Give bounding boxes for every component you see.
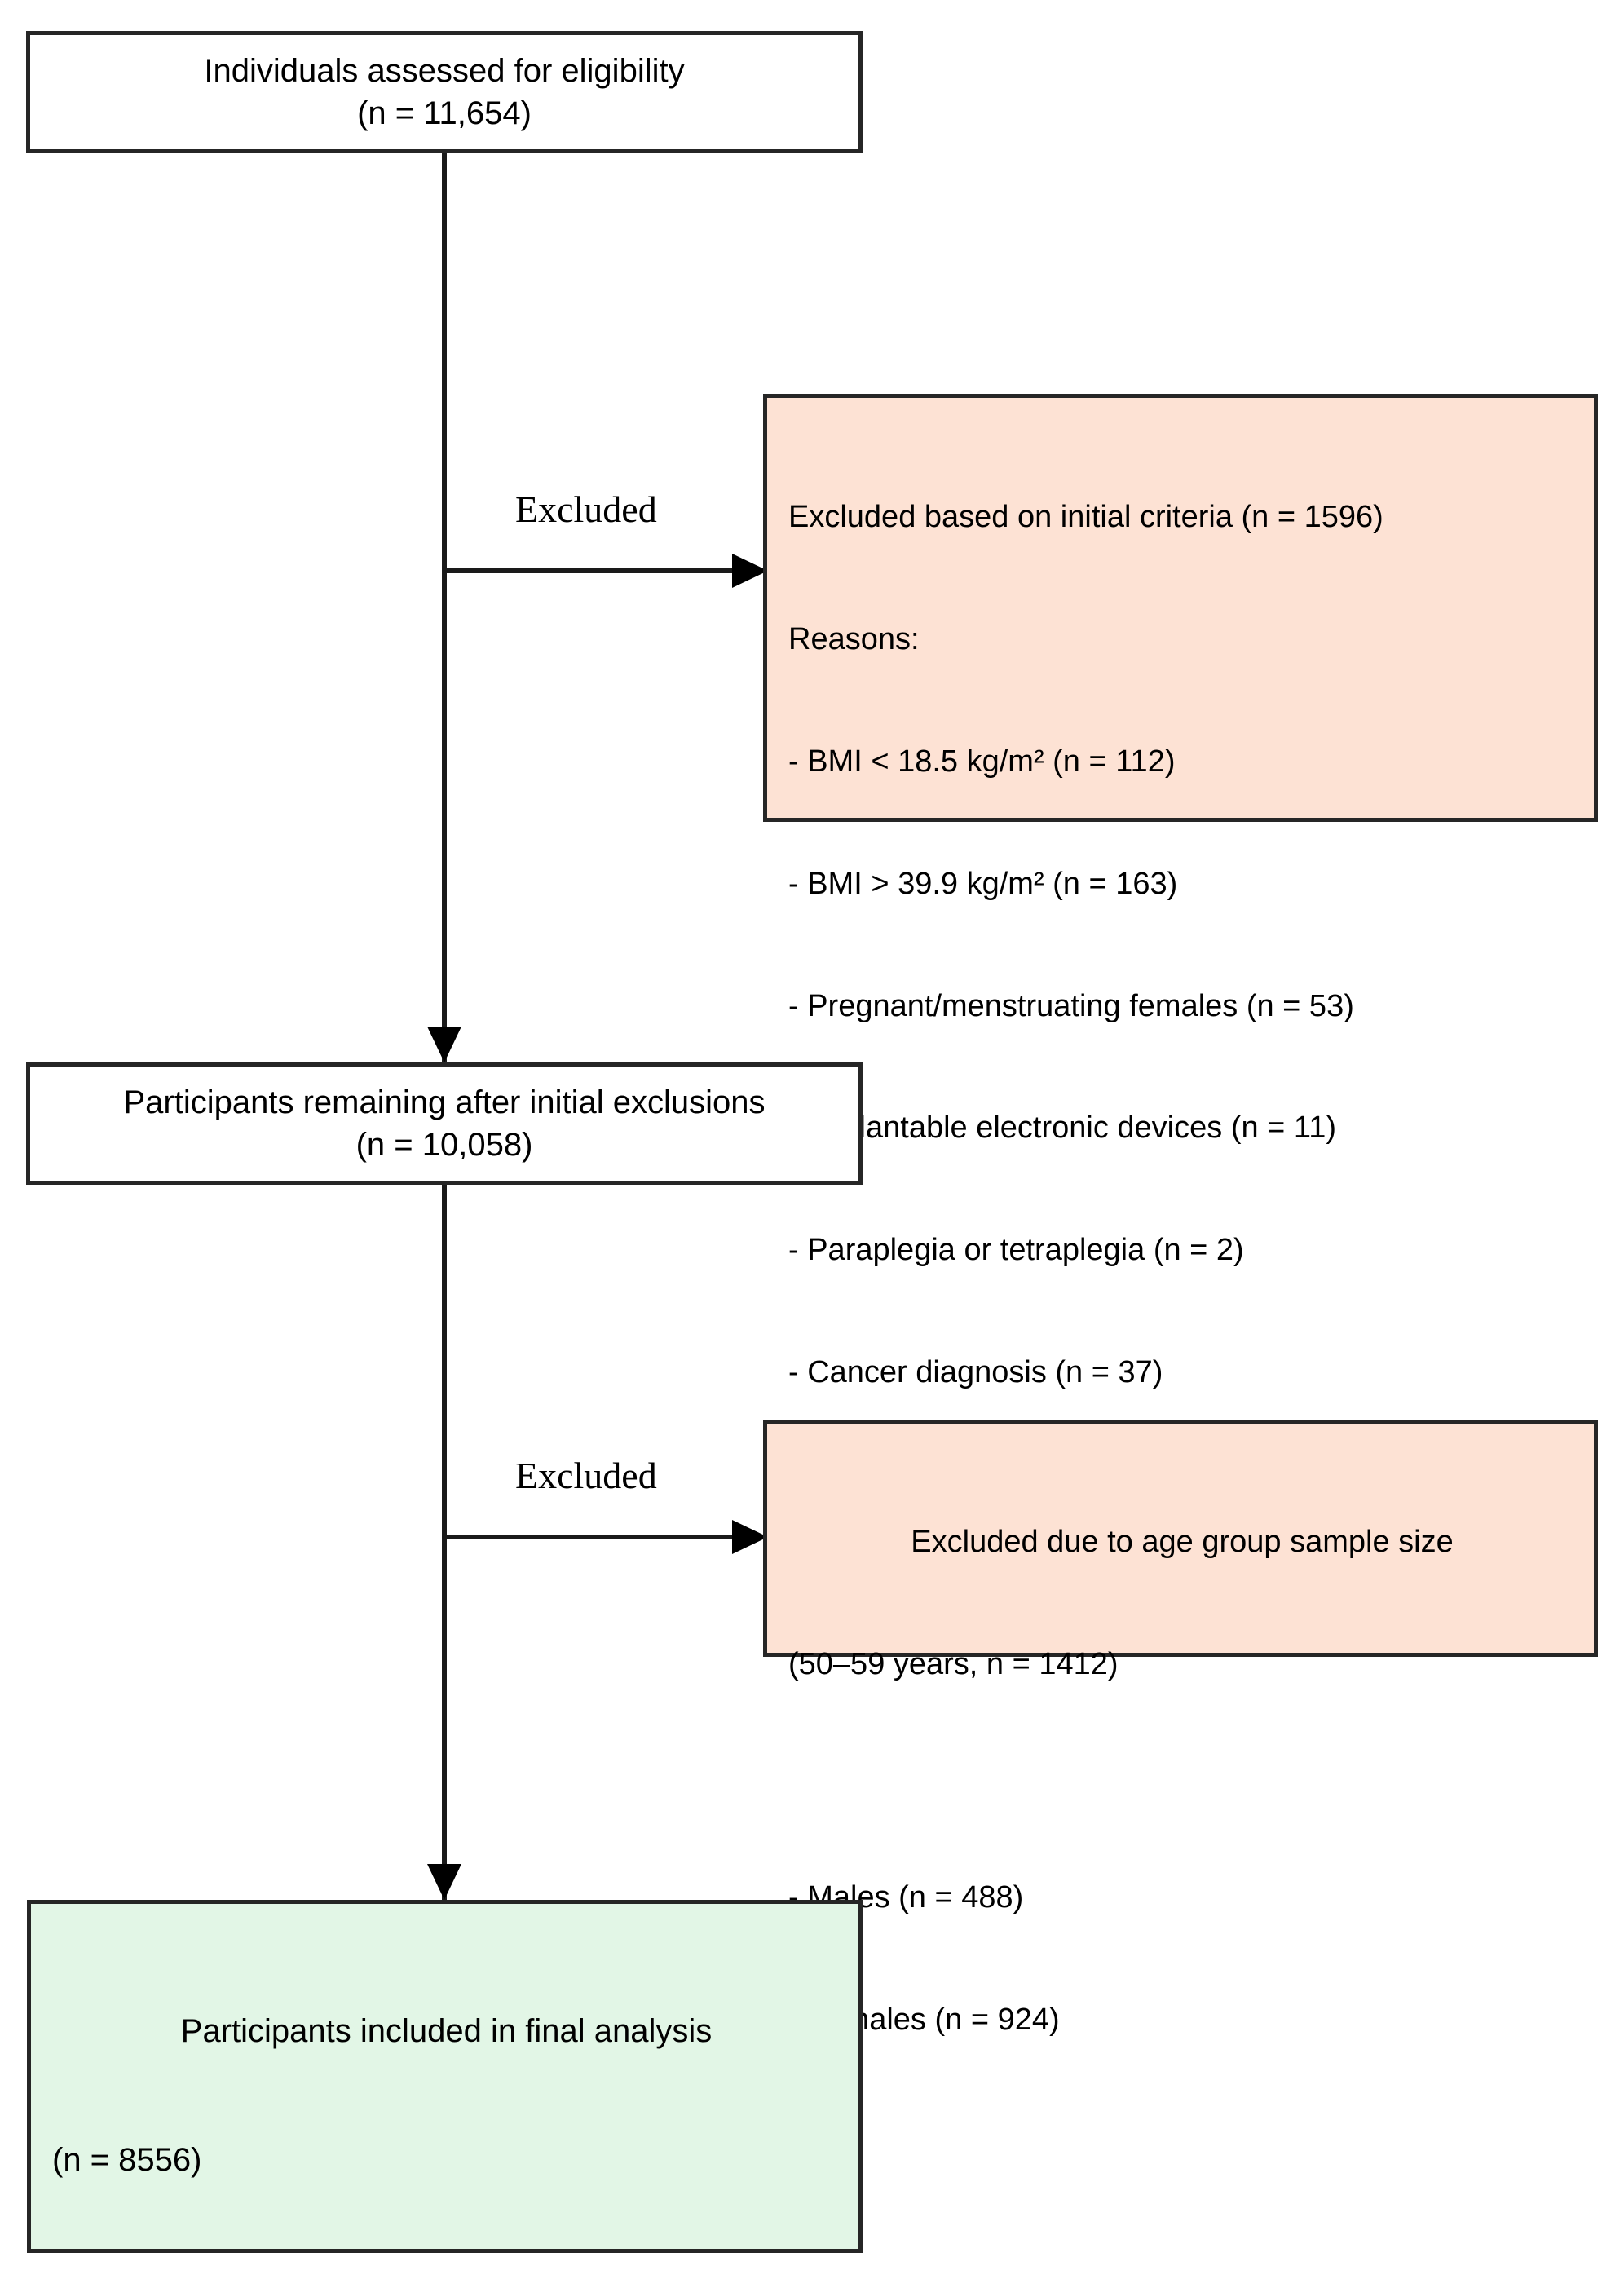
connector-to-excluded-initial [442, 568, 768, 573]
included-count: (n = 8556) [52, 2141, 202, 2178]
included-header: Participants included in final analysis [180, 2012, 713, 2049]
excluded-initial-reason-5: - Paraplegia or tetraplegia (n = 2) [788, 1233, 1244, 1268]
arrowhead-into-remaining [427, 1027, 461, 1062]
node-assessed-line-2: (n = 11,654) [357, 95, 532, 131]
excluded-age-males: - Males (n = 488) [788, 1879, 1024, 1915]
excluded-initial-reasons-label: Reasons: [788, 621, 920, 656]
excluded-initial-header: Excluded based on initial criteria (n = … [788, 499, 1383, 534]
node-excluded-age-group: Excluded due to age group sample size (5… [763, 1420, 1598, 2037]
excluded-initial-reason-6: - Cancer diagnosis (n = 37) [788, 1355, 1163, 1390]
node-excluded-initial: Excluded based on initial criteria (n = … [763, 394, 1598, 1634]
excluded-age-count: (50–59 years, n = 1412) [788, 1646, 1119, 1681]
excluded-initial-reason-2: - BMI > 39.9 kg/m² (n = 163) [788, 866, 1178, 901]
excluded-initial-reason-3: - Pregnant/menstruating females (n = 53) [788, 988, 1354, 1023]
excluded-age-header: Excluded due to age group sample size [911, 1524, 1454, 1559]
node-included-final-analysis: Participants included in final analysis … [27, 1900, 863, 2253]
connector-remaining-to-included [442, 1185, 447, 1910]
connector-to-excluded-age [442, 1535, 768, 1539]
edge-label-excluded-2: Excluded [515, 1455, 657, 1496]
arrowhead-into-included [427, 1864, 461, 1900]
arrowhead-into-excluded-initial [732, 554, 768, 588]
excluded-age-spacer [788, 1767, 1576, 1796]
node-assessed-line-1: Individuals assessed for eligibility [204, 53, 685, 89]
node-remaining-after-exclusions: Participants remaining after initial exc… [26, 1062, 863, 1185]
node-remaining-line-2: (n = 10,058) [355, 1127, 533, 1163]
excluded-initial-reason-1: - BMI < 18.5 kg/m² (n = 112) [788, 744, 1176, 779]
excluded-initial-reason-4: - Implantable electronic devices (n = 11… [788, 1111, 1337, 1146]
included-spacer [52, 2268, 841, 2279]
excluded-age-females: - Females (n = 924) [788, 2002, 1060, 2037]
edge-label-excluded-1: Excluded [515, 488, 657, 530]
node-assessed-for-eligibility: Individuals assessed for eligibility (n … [26, 31, 863, 153]
arrowhead-into-excluded-age [732, 1520, 768, 1554]
connector-assessed-to-remaining [442, 153, 447, 1063]
node-remaining-line-1: Participants remaining after initial exc… [123, 1084, 766, 1120]
